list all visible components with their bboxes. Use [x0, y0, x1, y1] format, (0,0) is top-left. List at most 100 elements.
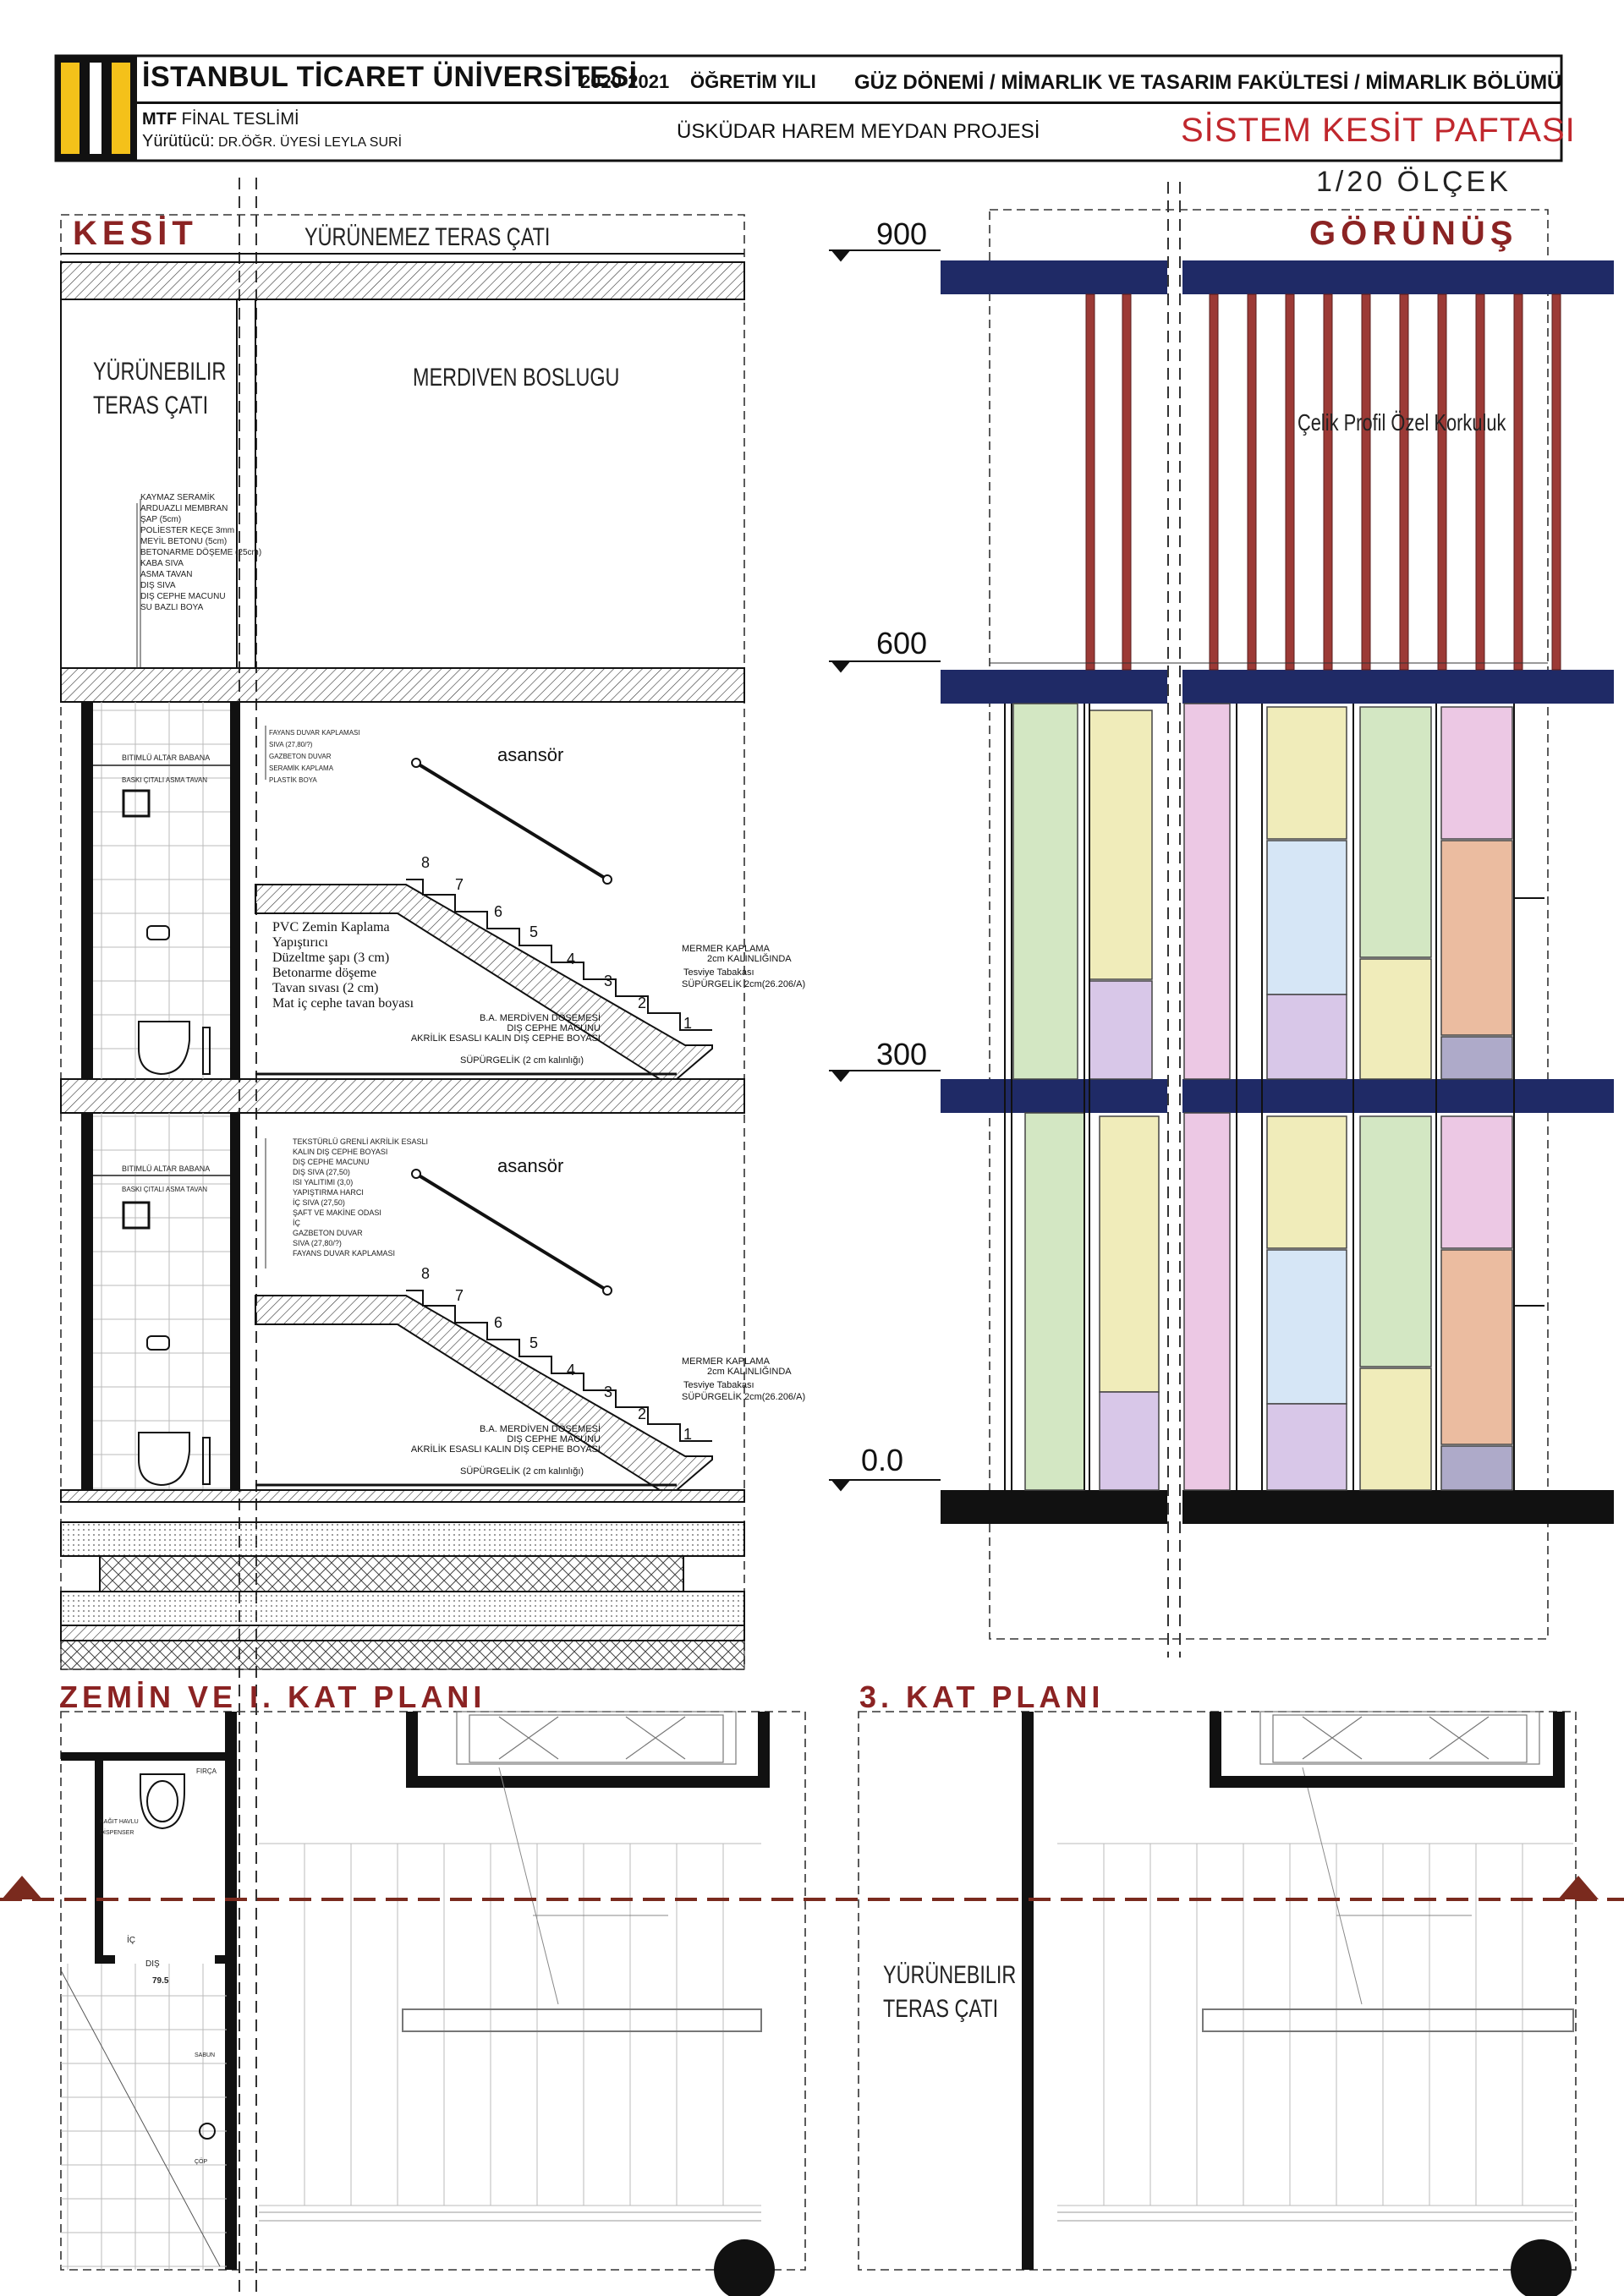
wc-label: İÇ [127, 1936, 135, 1945]
stair-slab-line: DIŞ CEPHE MACUNU [507, 1023, 601, 1033]
marble-line: SÜPÜRGELİK 2cm(26.206/A) [682, 979, 806, 989]
plan-dimension: 79.5 [152, 1976, 169, 1986]
wall-layer: ISI YALITIMI (3,0) [293, 1178, 354, 1186]
step-number: 1 [683, 1015, 693, 1032]
roof-layer: MEYİL BETONU (5cm) [140, 537, 228, 546]
floor-layer: Mat iç cephe tavan boyası [272, 996, 414, 1011]
level-600: 600 [876, 626, 928, 660]
step-number: 3 [604, 973, 613, 989]
elevation-title: GÖRÜNÜŞ [1309, 215, 1518, 252]
stair-slab-note-upper: B.A. MERDİVEN DÖŞEMESİ DIŞ CEPHE MACUNU … [364, 1013, 601, 1044]
ceiling-label-upper: BITIMLÜ ALTAR BABANA [122, 753, 211, 762]
wall-layer: İÇ [293, 1219, 300, 1227]
third-plan-title: 3. KAT PLANI [859, 1680, 1105, 1714]
floor-layer: PVC Zemin Kaplama [272, 920, 390, 934]
wall-layer: DIŞ SIVA (27,50) [293, 1168, 350, 1176]
tutor-label: Yürütücü: [142, 132, 215, 151]
step-number: 5 [529, 1334, 539, 1351]
stair-slab-line: AKRİLİK ESASLI KALIN DIŞ CEPHE BOYASI [410, 1033, 601, 1044]
stair-slab-line: AKRİLİK ESASLI KALIN DIŞ CEPHE BOYASI [410, 1444, 601, 1455]
step-number: 8 [421, 1265, 431, 1282]
marble-line: Tesviye Tabakası [683, 967, 754, 978]
wall-layer: PLASTİK BOYA [269, 776, 317, 784]
roof-layer: POLİESTER KEÇE 3mm [140, 526, 235, 535]
wc-label: DIŞ [145, 1959, 160, 1969]
step-number: 4 [567, 951, 576, 967]
wall-layer: YAPIŞTIRMA HARCI [293, 1188, 364, 1197]
wall-layer: SIVA (27,80/?) [269, 741, 313, 748]
roof-layer: BETONARME DÖŞEME (25cm) [140, 548, 262, 557]
stair-slab-line: B.A. MERDİVEN DÖŞEMESİ [479, 1013, 601, 1023]
wall-layer: ŞAFT VE MAKİNE ODASI [293, 1208, 381, 1217]
roof-layer: DIŞ SIVA [140, 581, 176, 590]
roof-layer: SU BAZLI BOYA [140, 603, 204, 612]
level-900: 900 [876, 216, 928, 251]
step-number: 3 [604, 1384, 613, 1400]
title-frame [54, 54, 1563, 162]
wall-layer: SERAMİK KAPLAMA [269, 764, 334, 772]
roof-label: YÜRÜNEMEZ TERAS ÇATI [304, 223, 551, 251]
section-title: KESİT [73, 215, 198, 252]
tutor-line: Yürütücü: DR.ÖĞR. ÜYESİ LEYLA SURİ [142, 132, 402, 151]
terrace-label-line2: TERAS ÇATI [93, 392, 209, 419]
level-300: 300 [876, 1037, 928, 1071]
lift-label-lower: asansör [497, 1155, 564, 1176]
roof-layer: ASMA TAVAN [140, 570, 193, 579]
marble-line: MERMER KAPLAMA [682, 1356, 770, 1367]
wc-label: SABUN [195, 2052, 216, 2058]
drawing-scale: 1/20 ÖLÇEK [1316, 166, 1512, 198]
step-number: 2 [638, 1406, 647, 1422]
plan-terrace-line1: YÜRÜNEBILIR [883, 1961, 1017, 1989]
level-0: 0.0 [861, 1443, 904, 1477]
step-number: 7 [455, 1287, 464, 1304]
wall-layer: DIŞ CEPHE MACUNU [293, 1158, 370, 1166]
stair-slab-line: B.A. MERDİVEN DÖŞEMESİ [479, 1424, 601, 1434]
lift-label-upper: asansör [497, 744, 564, 765]
marble-line: Tesviye Tabakası [683, 1380, 754, 1390]
floor-layer: Betonarme döşeme [272, 966, 377, 980]
step-number: 8 [421, 854, 431, 871]
course-type: FİNAL TESLİMİ [177, 110, 299, 129]
ceiling-label-upper-2: BASKI ÇITALI ASMA TAVAN [122, 776, 208, 784]
wall-layers-upper: FAYANS DUVAR KAPLAMASI SIVA (27,80/?) GA… [269, 727, 360, 786]
roof-layer: ŞAP (5cm) [140, 515, 182, 524]
floor-layer: Tavan sıvası (2 cm) [272, 981, 379, 995]
marble-line: 2cm KALINLIĞINDA [707, 954, 792, 964]
floor-layer: Düzeltme şapı (3 cm) [272, 951, 390, 965]
wc-label: ÇÖP [195, 2159, 208, 2165]
marble-note-lower: MERMER KAPLAMA 2cm KALINLIĞINDA Tesviye … [682, 1356, 805, 1402]
year-label: ÖĞRETİM YILI [690, 71, 816, 92]
skirting-note-lower: SÜPÜRGELİK (2 cm kalınlığı) [460, 1466, 584, 1477]
wall-layer: SIVA (27,80/?) [293, 1239, 342, 1247]
wall-layer: FAYANS DUVAR KAPLAMASI [293, 1249, 396, 1258]
step-number: 6 [494, 903, 503, 920]
step-number: 6 [494, 1314, 503, 1331]
marble-line: SÜPÜRGELİK 2cm(26.206/A) [682, 1392, 806, 1402]
university-name: İSTANBUL TİCARET ÜNİVERSİTESİ [142, 61, 638, 93]
step-number: 1 [683, 1426, 693, 1443]
floor-layers-list: PVC Zemin Kaplama Yapıştırıcı Düzeltme ş… [272, 920, 414, 1011]
roof-layer: KAYMAZ SERAMİK [140, 493, 216, 502]
axis-lines [239, 178, 1181, 2292]
plan-terrace-line2: TERAS ÇATI [883, 1995, 999, 2023]
tutor-name: DR.ÖĞR. ÜYESİ LEYLA SURİ [214, 135, 403, 150]
step-number: 2 [638, 995, 647, 1011]
terrace-label-line1: YÜRÜNEBILIR [93, 358, 227, 386]
roof-layer: ARDUAZLI MEMBRAN [140, 504, 228, 513]
university-logo [56, 56, 137, 161]
plan-drawings [0, 1711, 1624, 2296]
roof-layer: KABA SIVA [140, 559, 184, 568]
academic-year: 2020-2021 [580, 71, 670, 92]
stair-slab-note-lower: B.A. MERDİVEN DÖŞEMESİ DIŞ CEPHE MACUNU … [364, 1424, 601, 1455]
header-rule [135, 101, 1561, 104]
elevation-drawing [829, 249, 1614, 1524]
project-name: ÜSKÜDAR HAREM MEYDAN PROJESİ [677, 120, 1040, 143]
step-number: 7 [455, 876, 464, 893]
wc-label: KAĞIT HAVLU DİSPENSER [100, 1819, 139, 1836]
section-frame [60, 209, 1577, 2271]
wall-layer: FAYANS DUVAR KAPLAMASI [269, 729, 360, 737]
wall-layer: KALIN DIŞ CEPHE BOYASI [293, 1148, 388, 1156]
wall-layers-lower: TEKSTÜRLÜ GRENLİ AKRİLİK ESASLI KALIN DI… [293, 1137, 428, 1258]
ceiling-label-lower-2: BASKI ÇITALI ASMA TAVAN [122, 1186, 208, 1193]
